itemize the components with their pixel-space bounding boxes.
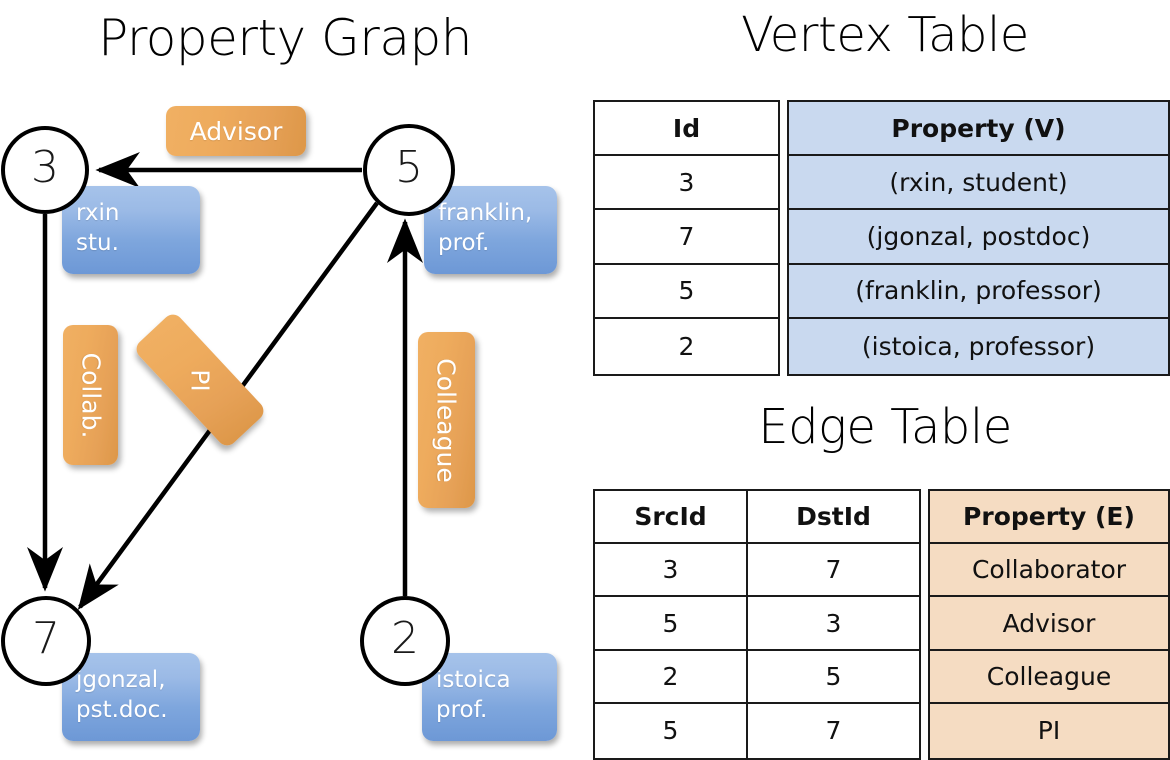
edge-table: SrcId 3 5 2 5 DstId 7 3 5 7 Property (E)… bbox=[593, 489, 1170, 760]
edge-table-srcid-column: SrcId 3 5 2 5 bbox=[593, 489, 748, 760]
edge-table-row-1-srcid: 5 bbox=[595, 597, 746, 651]
vertex-table-row-2-id: 5 bbox=[595, 265, 778, 319]
vertex-table: Id 3 7 5 2 Property (V) (rxin, student) … bbox=[593, 100, 1170, 376]
vertex-table-row-3-property: (istoica, professor) bbox=[861, 331, 1096, 361]
vertex-3-prop-line-1: rxin bbox=[76, 200, 120, 226]
vertex-property-box-7: jgonzal, pst.doc. bbox=[62, 653, 200, 741]
page-title-property-graph: Property Graph bbox=[98, 9, 472, 67]
vertex-7-prop-line-1: jgonzal, bbox=[76, 667, 166, 693]
vertex-5-prop-line-1: franklin, bbox=[438, 200, 533, 226]
vertex-5-prop-line-2: prof. bbox=[438, 230, 490, 256]
vertex-table-row-3-id: 2 bbox=[678, 331, 695, 361]
page-title-vertex-table: Vertex Table bbox=[741, 7, 1029, 63]
vertex-table-row-2-property: (franklin, professor) bbox=[789, 265, 1168, 319]
vertex-table-row-0-property: (rxin, student) bbox=[789, 156, 1168, 211]
edge-table-row-2-dstid: 5 bbox=[748, 651, 919, 704]
edge-label-collab-text: Collab. bbox=[76, 352, 105, 438]
edge-table-header-dstid: DstId bbox=[748, 491, 919, 545]
vertex-property-box-5: franklin, prof. bbox=[424, 186, 557, 274]
graph-node-5-label: 5 bbox=[395, 142, 423, 193]
vertex-table-row-1-property: (jgonzal, postdoc) bbox=[789, 210, 1168, 265]
vertex-table-column-gap bbox=[780, 100, 787, 376]
vertex-table-row-1-id: 7 bbox=[595, 210, 778, 265]
vertex-table-id-column: Id 3 7 5 2 bbox=[593, 100, 780, 376]
edge-label-advisor-text: Advisor bbox=[189, 116, 283, 146]
vertex-3-prop-line-2: stu. bbox=[76, 230, 119, 256]
edge-table-row-3-srcid: 5 bbox=[662, 716, 679, 746]
graph-node-3: 3 bbox=[1, 126, 89, 214]
vertex-table-row-0-id: 3 bbox=[595, 156, 778, 211]
graph-node-7-label: 7 bbox=[32, 613, 60, 664]
edge-label-advisor: Advisor bbox=[166, 106, 306, 156]
vertex-2-prop-line-1: istoica bbox=[436, 667, 511, 693]
edge-table-row-2-srcid: 2 bbox=[595, 651, 746, 704]
graph-node-7: 7 bbox=[1, 596, 91, 686]
edge-table-property-column: Property (E) Collaborator Advisor Collea… bbox=[928, 489, 1170, 760]
vertex-table-header-property: Property (V) bbox=[789, 102, 1168, 157]
edge-table-header-property: Property (E) bbox=[930, 491, 1168, 545]
graph-node-5: 5 bbox=[363, 124, 455, 216]
edge-label-colleague-text: Colleague bbox=[432, 357, 462, 483]
edge-table-row-2-property: Colleague bbox=[930, 651, 1168, 704]
edge-table-column-gap bbox=[921, 489, 928, 760]
vertex-property-box-2: istoica prof. bbox=[422, 653, 557, 741]
vertex-7-prop-line-2: pst.doc. bbox=[76, 697, 168, 723]
vertex-2-prop-line-2: prof. bbox=[436, 697, 488, 723]
edge-label-colleague: Colleague bbox=[418, 332, 475, 508]
edge-table-header-srcid: SrcId bbox=[595, 491, 746, 545]
vertex-table-property-column: Property (V) (rxin, student) (jgonzal, p… bbox=[787, 100, 1170, 376]
edge-table-row-0-property: Collaborator bbox=[930, 544, 1168, 598]
edge-label-pi-text: PI bbox=[185, 368, 215, 392]
edge-table-row-0-srcid: 3 bbox=[595, 544, 746, 598]
edge-table-dstid-column: DstId 7 3 5 7 bbox=[748, 489, 921, 760]
vertex-table-header-id: Id bbox=[595, 102, 778, 157]
page-title-edge-table: Edge Table bbox=[758, 399, 1012, 455]
edge-table-row-3-dstid: 7 bbox=[825, 716, 842, 746]
graph-node-3-label: 3 bbox=[31, 142, 59, 193]
edge-table-row-0-dstid: 7 bbox=[748, 544, 919, 598]
edge-table-row-1-dstid: 3 bbox=[748, 597, 919, 651]
graph-node-2-label: 2 bbox=[391, 613, 419, 664]
edge-table-row-3-property: PI bbox=[1037, 716, 1061, 746]
edge-table-row-1-property: Advisor bbox=[930, 597, 1168, 651]
vertex-property-box-3: rxin stu. bbox=[62, 186, 200, 274]
edge-label-collab: Collab. bbox=[63, 325, 118, 465]
graph-node-2: 2 bbox=[360, 596, 450, 686]
